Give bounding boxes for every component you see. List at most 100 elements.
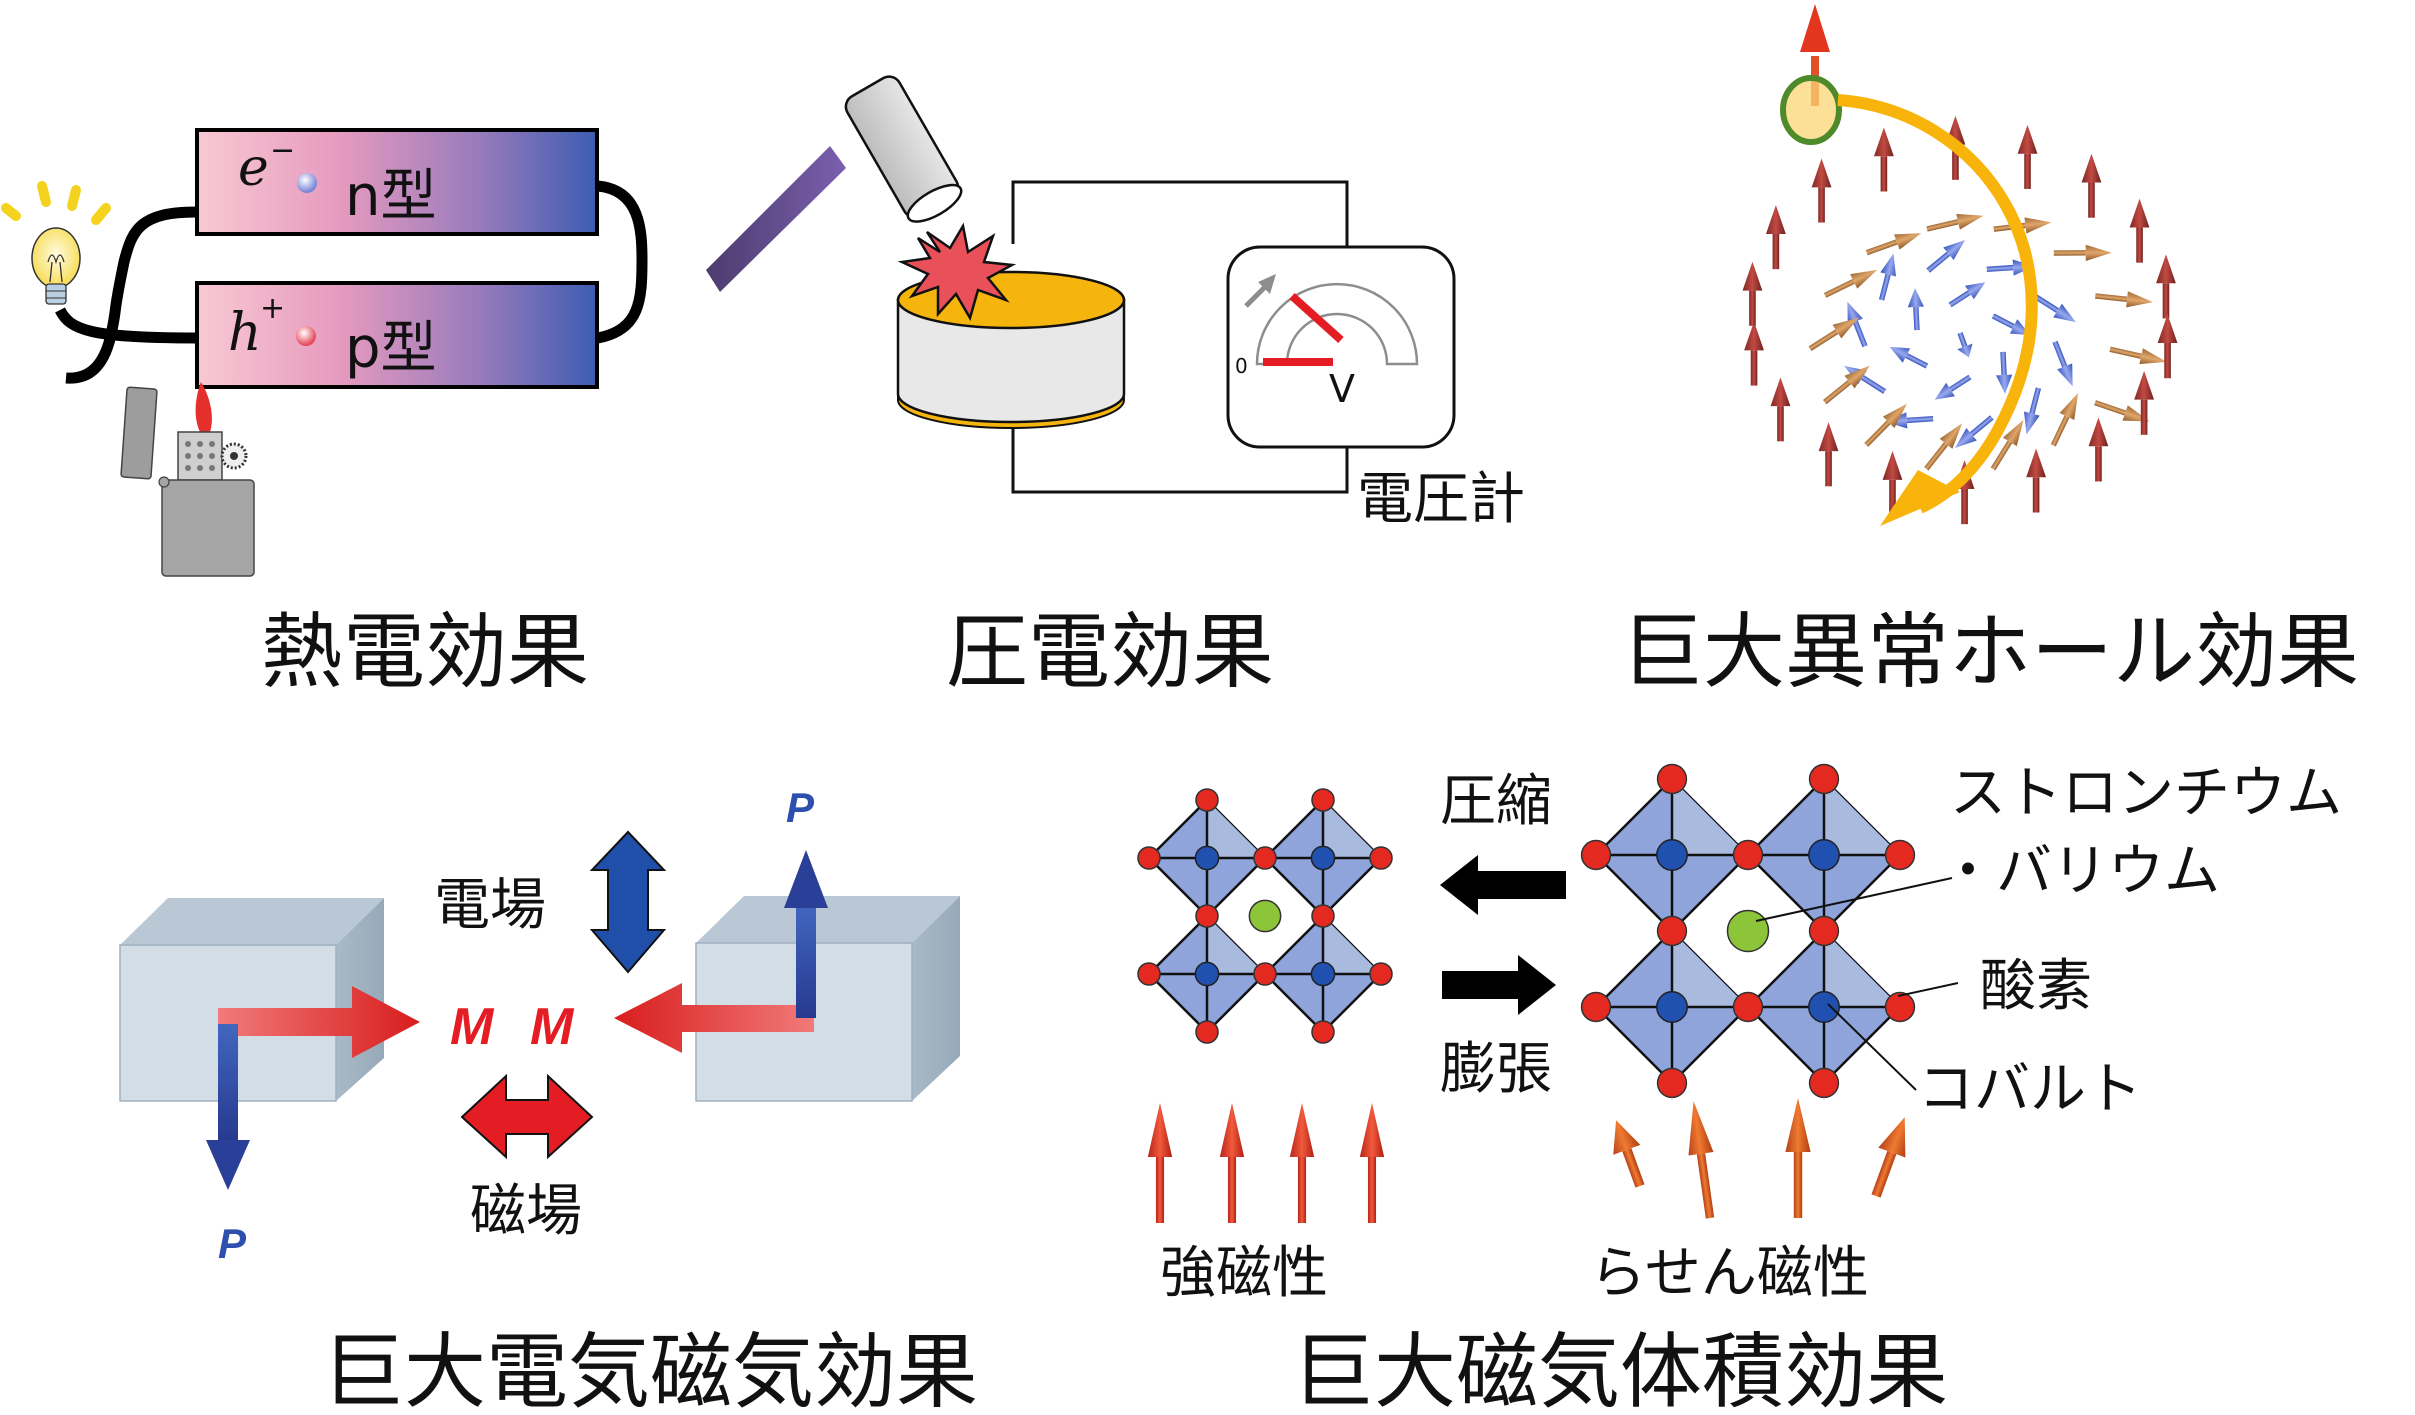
thermoelectric-panel: e − n型 h + p型 熱電効	[1, 128, 648, 700]
spin-arrow	[1865, 233, 1922, 256]
spin-arrow	[2129, 198, 2150, 263]
spin-arrow-tilted	[1871, 1117, 1906, 1198]
voltmeter-label: 電圧計	[1357, 467, 1525, 532]
oxygen-atom	[1137, 846, 1161, 870]
right-crystal-cube	[695, 896, 960, 1102]
panel-title-magnetovolume: 巨大磁気体積効果	[1292, 1325, 1948, 1415]
spin-arrow	[2109, 346, 2167, 365]
spin-arrow	[2157, 314, 2178, 379]
spin-arrow	[1907, 288, 1924, 331]
cobalt-atom	[1656, 991, 1688, 1023]
magnetic-field-arrow	[460, 1073, 594, 1160]
spin-arrow	[1808, 317, 1859, 351]
cobalt-atom	[1310, 845, 1336, 871]
legend-oxygen: 酸素	[1980, 954, 2092, 1019]
spin-arrow	[1924, 423, 1963, 471]
n-type-block: e − n型	[195, 128, 599, 236]
wire-left-bottom	[55, 307, 197, 344]
spin-arrow	[2052, 340, 2073, 387]
oxygen-atom	[1311, 904, 1335, 928]
curved-arrow-head	[1880, 470, 1960, 526]
electron-particle	[297, 173, 317, 193]
spin-arrow	[1996, 351, 2013, 394]
spin-arrow	[2134, 370, 2155, 435]
light-bulb-icon	[1, 181, 111, 305]
hammer-icon	[706, 75, 963, 292]
a-site-atom	[1248, 899, 1282, 933]
spin-arrow-up	[1147, 1103, 1173, 1223]
panel-title-thermoelectric: 熱電効果	[261, 605, 589, 700]
wire-left-top	[65, 206, 197, 384]
oxygen-atom	[1369, 846, 1393, 870]
polarization-symbol-bottom: P	[218, 1220, 247, 1267]
spin-arrow-tilted	[1688, 1101, 1715, 1219]
oxygen-atom	[1884, 991, 1916, 1023]
lighter-icon	[120, 382, 255, 577]
wire-right	[596, 180, 648, 344]
legend-leader-lines	[1755, 877, 1959, 1091]
voltmeter-icon: 0 V	[1226, 245, 1456, 449]
oxygen-atom	[1580, 839, 1612, 871]
anomalous-hall-panel: 巨大異常ホール効果	[1621, 4, 2359, 700]
legend-barium: ・バリウム	[1940, 839, 2220, 904]
oxygen-atom	[1195, 904, 1219, 928]
impact-burst-icon	[897, 222, 1017, 322]
polarization-arrow-down	[206, 1024, 250, 1190]
magnetic-field-label: 磁場	[470, 1179, 582, 1244]
spin-arrow-up	[1289, 1103, 1315, 1223]
cobalt-atom	[1808, 839, 1840, 871]
oxygen-atom	[1253, 846, 1277, 870]
magnetization-arrow-right	[614, 983, 814, 1053]
compression-label: 圧縮	[1440, 769, 1552, 834]
cobalt-atom	[1310, 961, 1336, 987]
helical-label: らせん磁性	[1590, 1241, 1869, 1306]
spin-arrow	[1823, 365, 1870, 405]
spin-arrow	[1742, 261, 1763, 326]
spin-arrow-up	[1785, 1098, 1811, 1218]
hole-sign: +	[260, 291, 285, 326]
spin-arrow	[2024, 387, 2042, 435]
magnetoelectric-panel: P P M M 電場 磁場 巨大電気磁気効果	[119, 784, 978, 1415]
oxygen-atom	[1137, 962, 1161, 986]
spin-arrow	[1744, 321, 1764, 386]
spin-arrow-tilted	[1613, 1120, 1645, 1188]
oxygen-atom	[1656, 1067, 1688, 1099]
oxygen-atom	[1808, 1067, 1840, 1099]
spin-arrow	[1954, 415, 1994, 448]
highlight-ring	[1780, 75, 1842, 145]
magnetization-arrow-left	[218, 986, 420, 1058]
magnetovolume-panel: 圧縮 膨張 ストロンチウム ・バリウム 酸素 コバルト 強磁性 らせん磁性 巨大…	[1137, 761, 2342, 1415]
spin-arrow	[1818, 422, 1839, 487]
spin-arrow	[1823, 269, 1878, 298]
p-type-block: h + p型	[195, 281, 599, 389]
electric-field-label: 電場	[434, 873, 546, 938]
spin-arrow	[2050, 392, 2079, 447]
a-site-atom	[1726, 909, 1770, 953]
oxygen-atom	[1253, 962, 1277, 986]
oxygen-atom	[1884, 839, 1916, 871]
perovskite-lattice-compressed	[1137, 788, 1393, 1044]
electric-field-arrow	[589, 830, 667, 974]
oxygen-atom	[1808, 763, 1840, 795]
meter-zero-label: 0	[1235, 354, 1248, 378]
oxygen-atom	[1580, 991, 1612, 1023]
magnetization-symbol-right: M	[530, 998, 575, 1056]
magnetization-symbol-left: M	[450, 998, 495, 1056]
spin-arrow	[1926, 213, 1984, 232]
panel-title-magnetoelectric: 巨大電気磁気効果	[322, 1325, 978, 1415]
oxygen-atom	[1195, 788, 1219, 812]
spin-arrow	[1878, 253, 1896, 301]
spin-arrow	[2088, 417, 2109, 482]
electron-symbol: e	[238, 138, 269, 198]
oxygen-atom	[1732, 839, 1764, 871]
p-type-label: p型	[345, 316, 437, 381]
spin-arrow	[2156, 254, 2176, 319]
helical-spins	[1613, 1098, 1906, 1219]
cobalt-atom	[1194, 845, 1220, 871]
oxygen-atom	[1311, 788, 1335, 812]
perovskite-lattice-expanded	[1580, 763, 1916, 1099]
cobalt-atom	[1808, 991, 1840, 1023]
spin-arrow	[1926, 240, 1966, 273]
spin-arrow	[1847, 301, 1868, 348]
